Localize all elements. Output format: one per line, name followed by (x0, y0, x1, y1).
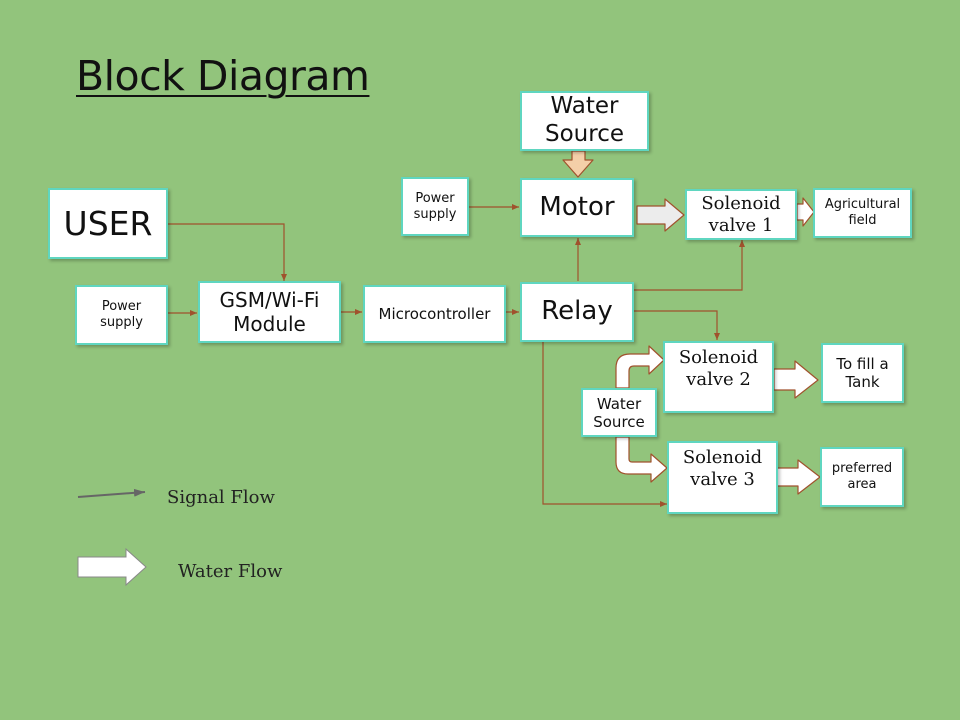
microcontroller-label: Microcontroller (378, 305, 491, 323)
water-source-bottom-label: Water Source (593, 394, 645, 431)
agricultural-field-block: Agricultural field (813, 188, 912, 238)
solenoid-valve-2-label: Solenoid valve 2 (678, 347, 759, 390)
power-supply-left-label: Power supply (100, 299, 143, 330)
diagram-title: Block Diagram (76, 52, 370, 100)
to-fill-tank-label: To fill a Tank (836, 355, 889, 391)
water-arrow-source-to-valve2 (615, 345, 665, 389)
solenoid-valve-3-label: Solenoid valve 3 (682, 447, 763, 490)
water-arrow-source-to-motor (562, 150, 594, 178)
water-source-top-block: Water Source (520, 91, 649, 151)
motor-block: Motor (520, 178, 634, 237)
gsm-module-label: GSM/Wi-Fi Module (219, 288, 320, 336)
gsm-module-block: GSM/Wi-Fi Module (198, 281, 341, 343)
water-source-top-label: Water Source (545, 93, 624, 147)
motor-label: Motor (539, 191, 615, 222)
to-fill-tank-block: To fill a Tank (821, 343, 904, 403)
solenoid-valve-3-block: Solenoid valve 3 (667, 441, 778, 514)
signal-user-to-gsm (168, 223, 287, 281)
water-arrow-source-to-valve3 (615, 436, 668, 483)
preferred-area-block: preferred area (820, 447, 904, 507)
user-label: USER (63, 203, 153, 243)
legend-water-arrow (77, 547, 147, 587)
relay-block: Relay (520, 282, 634, 342)
legend-signal-flow-label: Signal Flow (167, 487, 275, 508)
relay-label: Relay (541, 296, 613, 327)
power-supply-left-block: Power supply (75, 285, 168, 345)
signal-relay-to-valve1 (634, 240, 745, 291)
preferred-area-label: preferred area (831, 461, 893, 492)
user-block: USER (48, 188, 168, 259)
water-arrow-valve3-to-area (776, 459, 821, 495)
solenoid-valve-2-block: Solenoid valve 2 (663, 341, 774, 413)
agricultural-field-label: Agricultural field (824, 197, 901, 228)
signal-relay-to-valve3 (542, 342, 667, 507)
solenoid-valve-1-label: Solenoid valve 1 (701, 192, 781, 236)
power-supply-top-label: Power supply (413, 190, 457, 222)
legend-water-flow-label: Water Flow (178, 561, 283, 582)
water-arrow-motor-to-valve1 (636, 198, 685, 232)
water-source-bottom-block: Water Source (581, 388, 657, 437)
water-arrow-valve1-to-field (796, 197, 815, 227)
legend-signal-line (77, 488, 146, 498)
solenoid-valve-1-block: Solenoid valve 1 (685, 189, 797, 240)
microcontroller-block: Microcontroller (363, 285, 506, 343)
power-supply-top-block: Power supply (401, 177, 469, 236)
water-arrow-valve2-to-tank (773, 360, 819, 399)
signal-relay-to-valve2 (634, 310, 720, 340)
